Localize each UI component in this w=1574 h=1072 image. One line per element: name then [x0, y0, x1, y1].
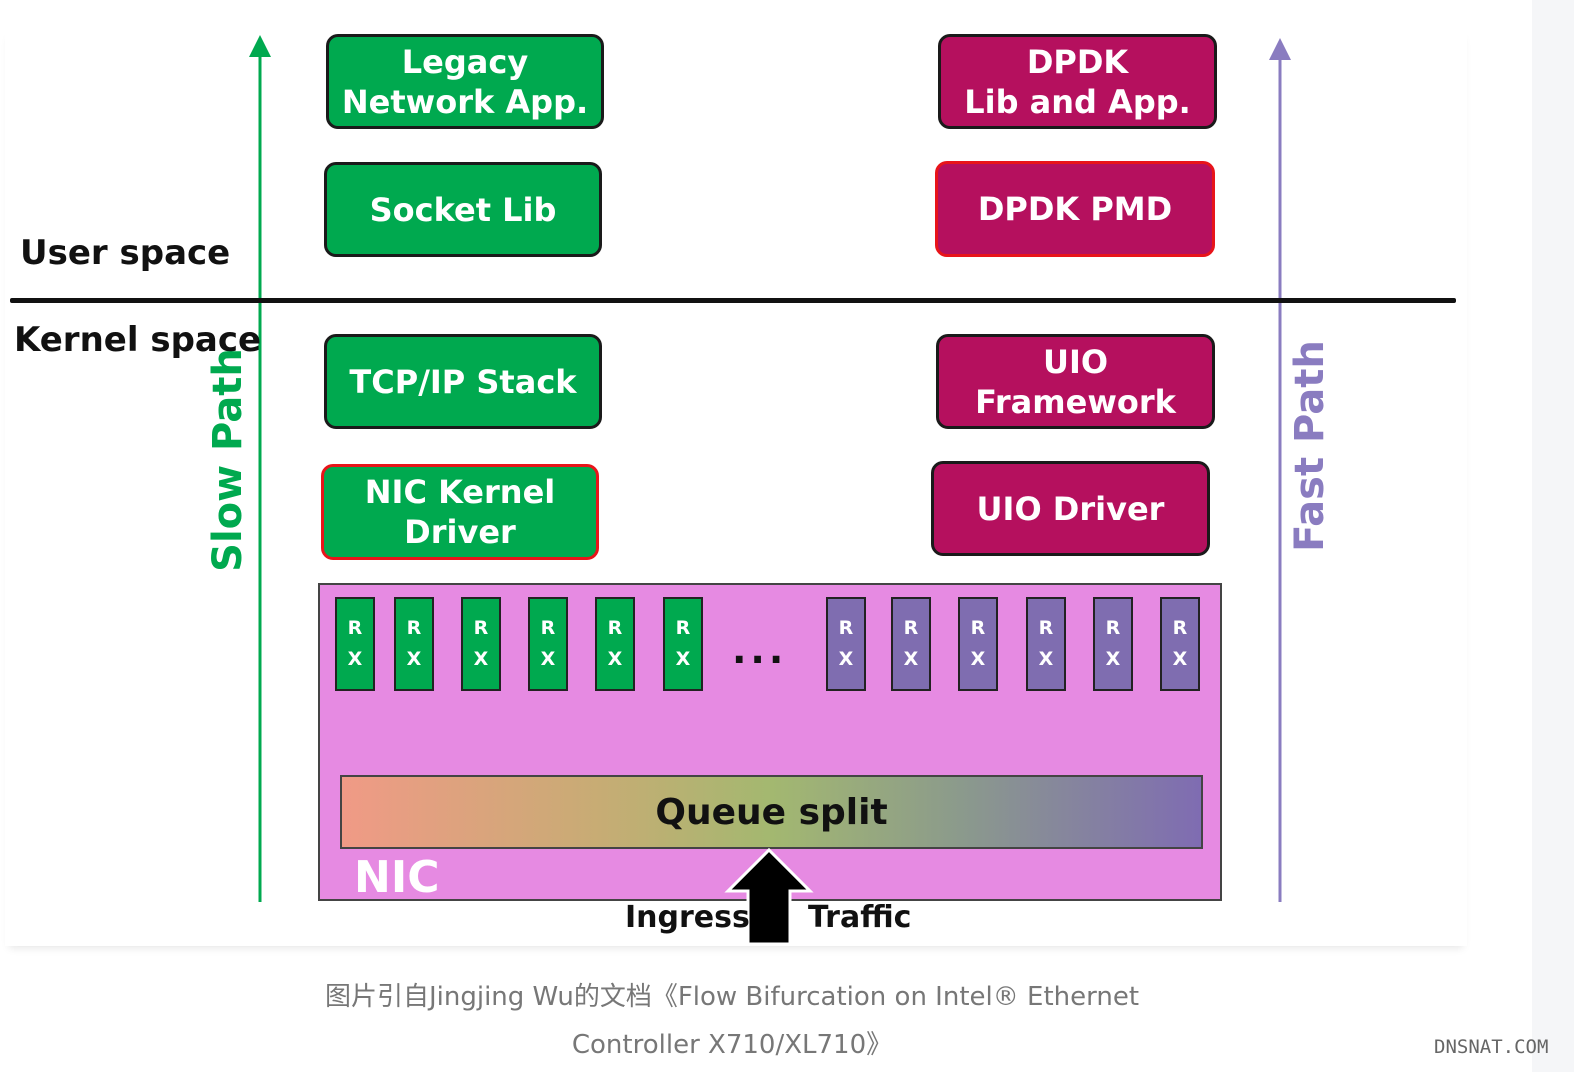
figure-caption-line2: Controller X710/XL710》: [571, 1030, 893, 1060]
user-space-label: User space: [20, 233, 231, 273]
socket-lib-box: Socket Lib: [324, 162, 602, 257]
queue-split-bar: Queue split: [340, 775, 1203, 849]
nic-label: NIC: [354, 852, 440, 903]
ingress-label: Ingress: [625, 900, 750, 935]
dpdk-pmd-box: DPDK PMD: [935, 161, 1215, 257]
fast-path-arrowhead: [1269, 38, 1291, 60]
site-watermark: DNSNAT.COM: [1434, 1036, 1549, 1058]
user-kernel-divider: [10, 298, 1456, 303]
figure-caption-line1: 图片引自Jingjing Wu的文档《Flow Bifurcation on I…: [324, 982, 1140, 1012]
uio-driver-box: UIO Driver: [931, 461, 1210, 556]
queue-ellipsis: ...: [732, 628, 788, 672]
slow-path-arrowhead: [249, 35, 271, 57]
legacy-network-app-box: Legacy Network App.: [326, 34, 604, 129]
page-side-strip: [1532, 0, 1574, 1072]
uio-framework-box: UIO Framework: [936, 334, 1215, 429]
traffic-label: Traffic: [808, 900, 912, 935]
dpdk-lib-app-box: DPDK Lib and App.: [938, 34, 1217, 129]
tcp-ip-stack-box: TCP/IP Stack: [324, 334, 602, 429]
nic-kernel-driver-box: NIC Kernel Driver: [321, 464, 599, 560]
kernel-space-label: Kernel space: [14, 320, 262, 360]
